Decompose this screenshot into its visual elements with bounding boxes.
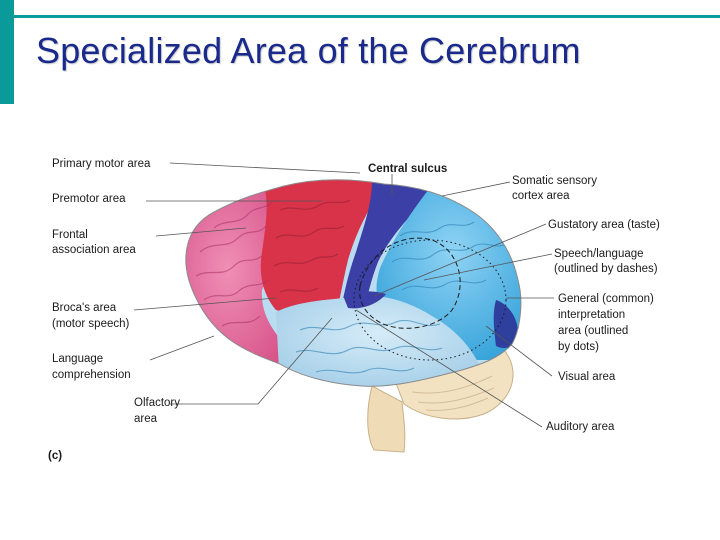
label-olfactory-area-line1: Olfactory [134, 397, 180, 409]
temporal-region [276, 295, 480, 387]
label-visual-area: Visual area [558, 371, 616, 383]
somatic-sensory-region [340, 180, 446, 314]
label-language-comprehension-line2: comprehension [52, 369, 131, 381]
motor-region [260, 180, 388, 317]
label-frontal-association-line1: Frontal [52, 229, 88, 241]
label-gustatory-area: Gustatory area (taste) [548, 219, 660, 231]
accent-bar-top [14, 15, 720, 18]
cerebrum [185, 179, 522, 387]
label-central-sulcus: Central sulcus [368, 163, 447, 175]
label-brocas-area-line2: (motor speech) [52, 318, 130, 330]
label-somatic-sensory-line1: Somatic sensory [512, 175, 597, 187]
label-general-interpretation-line1: General (common) [558, 293, 654, 305]
label-speech-language-line2: (outlined by dashes) [554, 263, 658, 275]
label-olfactory-area-line2: area [134, 413, 158, 425]
accent-bar-left [0, 0, 14, 104]
label-language-comprehension-line1: Language [52, 353, 103, 365]
leader-lines [133, 162, 554, 428]
label-somatic-sensory-line2: cortex area [512, 190, 570, 202]
slide-title: Specialized Area of the Cerebrum [36, 30, 581, 71]
label-primary-motor-area: Primary motor area [52, 158, 151, 170]
label-general-interpretation-line2: interpretation [558, 309, 625, 321]
label-general-interpretation-line3: area (outlined [558, 325, 628, 337]
label-speech-language-line1: Speech/language [554, 248, 644, 260]
label-auditory-area: Auditory area [546, 421, 615, 433]
label-brocas-area-line1: Broca's area [52, 302, 117, 314]
brainstem-cerebellum [367, 349, 514, 453]
panel-label: (c) [48, 450, 62, 462]
label-premotor-area: Premotor area [52, 193, 126, 205]
label-general-interpretation-line4: by dots) [558, 341, 599, 353]
label-frontal-association-line2: association area [52, 244, 136, 256]
